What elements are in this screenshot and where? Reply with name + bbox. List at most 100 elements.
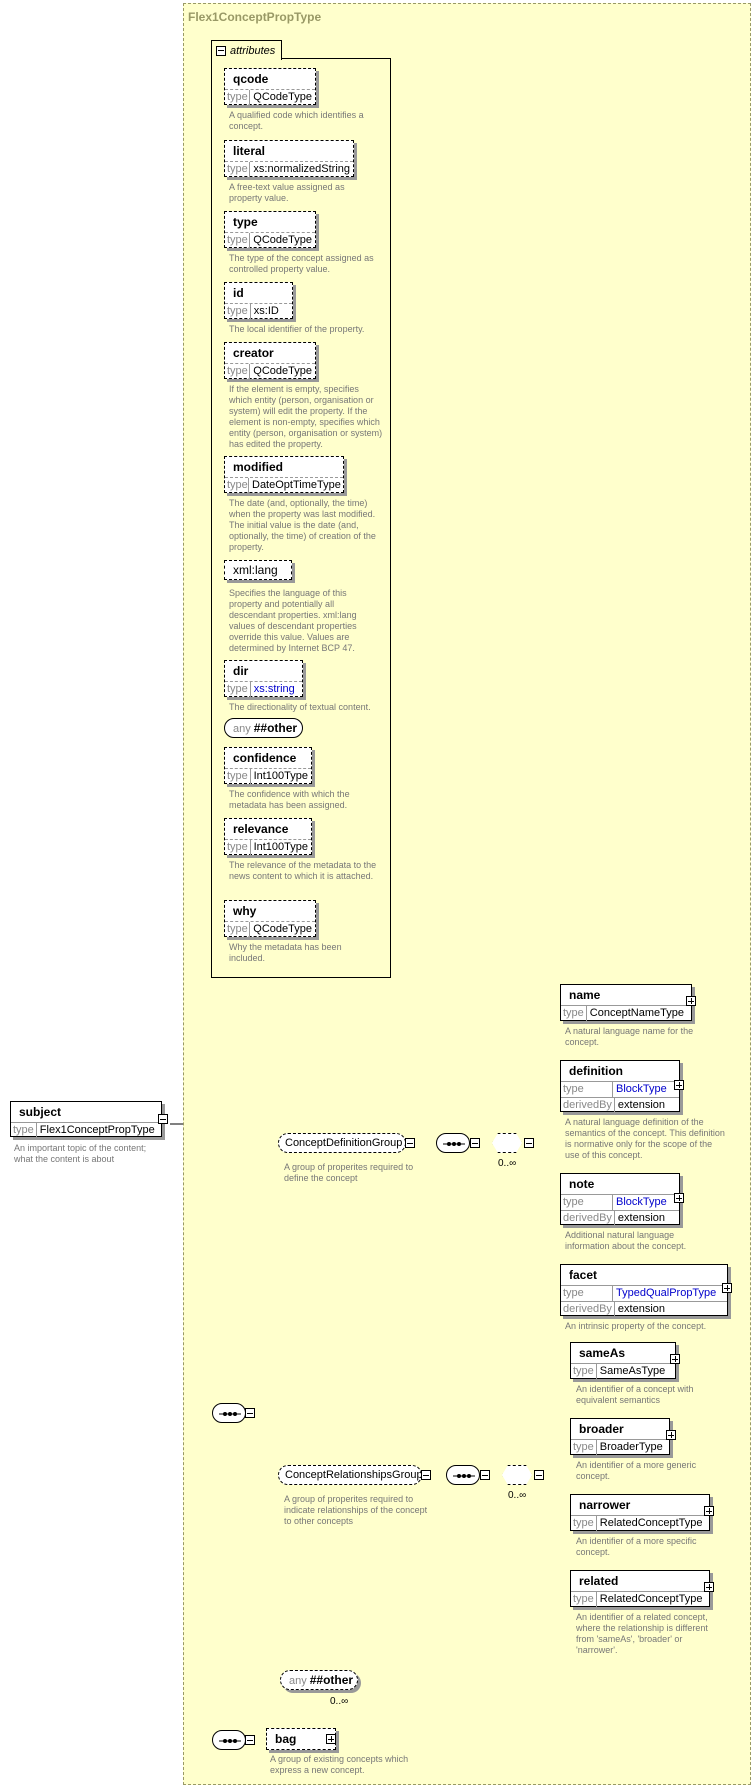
attribute-name: why	[233, 904, 257, 918]
type-key: type	[561, 1286, 613, 1301]
collapse-icon[interactable]	[245, 1408, 255, 1418]
type-key: type	[561, 1082, 613, 1097]
sequence-icon[interactable]	[446, 1465, 480, 1485]
collapse-icon[interactable]	[470, 1138, 480, 1148]
expand-icon[interactable]	[704, 1506, 714, 1516]
type-key: type	[571, 1440, 597, 1455]
attribute-xml-lang[interactable]: xml:lang	[224, 560, 292, 580]
type-key: type	[227, 478, 249, 493]
sequence-dots	[219, 1739, 241, 1743]
collapse-icon[interactable]	[421, 1470, 431, 1480]
attribute-description: A free-text value assigned as property v…	[229, 182, 345, 203]
attribute-name: qcode	[233, 72, 269, 86]
group-name: ConceptRelationshipsGroup	[285, 1469, 423, 1481]
concept-relationships-group[interactable]: ConceptRelationshipsGroup	[278, 1465, 423, 1485]
type-key: type	[571, 1592, 597, 1607]
group-name: ConceptDefinitionGroup	[285, 1137, 403, 1149]
type-value: DateOptTimeType	[252, 479, 341, 491]
derived-key: derivedBy	[561, 1302, 615, 1317]
type-value: xs:normalizedString	[253, 163, 350, 175]
expand-icon[interactable]	[674, 1193, 684, 1203]
expand-icon[interactable]	[326, 1734, 336, 1744]
any-label: any	[233, 723, 251, 735]
expand-icon[interactable]	[674, 1080, 684, 1090]
choice-icon[interactable]	[502, 1465, 532, 1485]
expand-icon[interactable]	[722, 1283, 732, 1293]
collapse-icon[interactable]	[480, 1470, 490, 1480]
sequence-icon[interactable]	[436, 1133, 470, 1153]
element-description: Additional natural language information …	[565, 1230, 687, 1251]
derived-value: extension	[617, 1303, 666, 1315]
type-value: QCodeType	[253, 923, 312, 935]
expand-icon[interactable]	[704, 1582, 714, 1592]
attribute-description: The relevance of the metadata to the new…	[229, 860, 377, 881]
derived-key: derivedBy	[561, 1098, 615, 1113]
sequence-dots	[453, 1474, 475, 1478]
collapse-icon[interactable]	[158, 1114, 168, 1124]
sequence-icon[interactable]	[212, 1403, 246, 1423]
attribute-name: xml:lang	[233, 563, 278, 577]
derived-value: extension	[617, 1099, 666, 1111]
attribute-description: Specifies the language of this property …	[229, 588, 357, 653]
type-key: type	[225, 769, 251, 784]
collapse-icon[interactable]	[534, 1470, 544, 1480]
element-bag[interactable]: bag	[266, 1728, 336, 1750]
collapse-icon[interactable]	[405, 1138, 415, 1148]
attribute-name: literal	[233, 144, 266, 158]
type-key: type	[571, 1364, 597, 1379]
type-key: type	[225, 304, 251, 319]
root-element-subject[interactable]: subject type Flex1ConceptPropType	[10, 1101, 162, 1138]
element-label: narrower	[579, 1498, 631, 1512]
element-description: An identifier of a related concept, wher…	[576, 1612, 708, 1655]
attribute-name: confidence	[233, 751, 297, 765]
expand-icon[interactable]	[686, 996, 696, 1006]
any-label: any	[289, 1675, 307, 1687]
type-value[interactable]: xs:string	[253, 683, 295, 695]
type-key: type	[571, 1516, 597, 1531]
type-value: BroaderType	[599, 1441, 663, 1453]
type-value: Int100Type	[253, 770, 308, 782]
element-description: An intrinsic property of the concept.	[565, 1321, 707, 1331]
element-name: subject	[19, 1105, 62, 1119]
collapse-icon[interactable]	[216, 45, 226, 56]
type-value[interactable]: BlockType	[616, 1083, 667, 1095]
choice-icon[interactable]	[492, 1133, 522, 1153]
sequence-icon[interactable]	[212, 1730, 246, 1750]
type-value: QCodeType	[253, 91, 312, 103]
any-other-element[interactable]: any##other	[280, 1670, 358, 1690]
type-value[interactable]: TypedQualPropType	[616, 1287, 717, 1299]
type-key: type	[225, 162, 251, 177]
any-other-attribute[interactable]: any##other	[224, 718, 303, 738]
collapse-icon[interactable]	[245, 1735, 255, 1745]
type-key: type	[225, 233, 251, 248]
element-description: An identifier of a more generic concept.	[576, 1460, 697, 1481]
expand-icon[interactable]	[666, 1430, 676, 1440]
type-value[interactable]: BlockType	[616, 1196, 667, 1208]
collapse-icon[interactable]	[524, 1138, 534, 1148]
attribute-description: The date (and, optionally, the time) whe…	[229, 498, 376, 552]
concept-definition-group[interactable]: ConceptDefinitionGroup	[278, 1133, 406, 1153]
expand-icon[interactable]	[670, 1354, 680, 1364]
complex-type-title: Flex1ConceptPropType	[188, 10, 322, 24]
type-key: type	[561, 1006, 587, 1021]
attribute-name: dir	[233, 664, 249, 678]
attributes-label[interactable]: attributes	[211, 40, 283, 60]
